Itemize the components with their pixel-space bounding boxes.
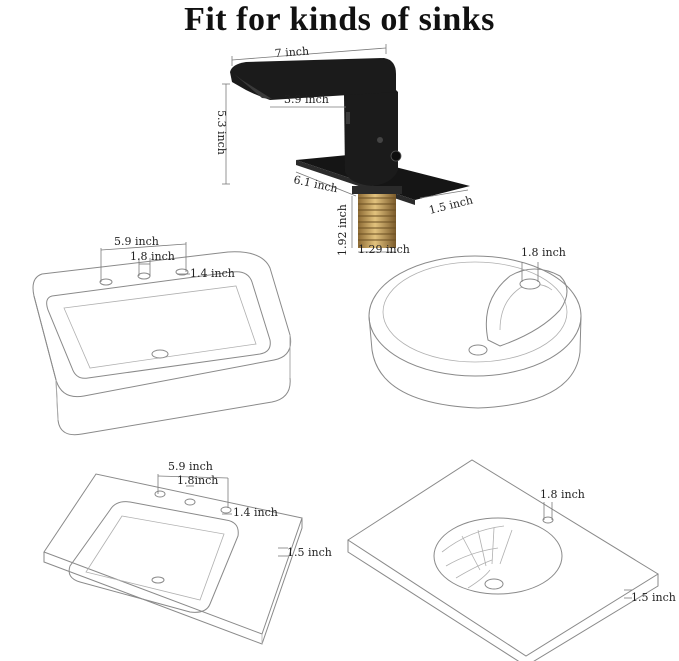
label-plate-depth: 1.5 inch — [428, 193, 475, 216]
faucet-body — [344, 86, 398, 186]
label-spout-length: 7 inch — [274, 45, 309, 60]
oval-countertop-sink — [347, 459, 659, 661]
label-square-thickness: 1.5 inch — [287, 546, 332, 559]
label-oval-hole-diameter: 1.8 inch — [540, 488, 585, 501]
label-shank-length: 1.92 inch — [336, 204, 349, 256]
label-round-hole-diameter: 1.8 inch — [521, 246, 566, 259]
label-shank-diameter: 1.29 inch — [358, 243, 410, 256]
dimension-labels: 7 inch 3.9 inch 5.3 inch 6.1 inch 1.5 in… — [114, 45, 676, 604]
label-square-spread: 5.9 inch — [168, 460, 213, 473]
label-rect-hole-diameter: 1.4 inch — [190, 267, 235, 280]
label-faucet-height: 5.3 inch — [215, 110, 228, 155]
label-rect-spread: 5.9 inch — [114, 235, 159, 248]
faucet-spout — [230, 58, 396, 100]
faucet-dimensions — [222, 44, 469, 253]
label-square-hole-diameter: 1.4 inch — [233, 506, 278, 519]
page-title: Fit for kinds of sinks — [184, 1, 495, 38]
round-vessel-sink — [368, 255, 582, 409]
rectangular-vessel-sink — [32, 242, 292, 436]
label-square-hole-spacing: 1.8inch — [177, 474, 218, 487]
faucet-drawing — [230, 58, 470, 248]
label-oval-thickness: 1.5 inch — [631, 591, 676, 604]
square-countertop-sink — [43, 473, 303, 645]
label-spout-reach: 3.9 inch — [284, 93, 329, 106]
label-rect-hole-spacing: 1.8 inch — [130, 250, 175, 263]
brass-shank — [352, 186, 402, 248]
